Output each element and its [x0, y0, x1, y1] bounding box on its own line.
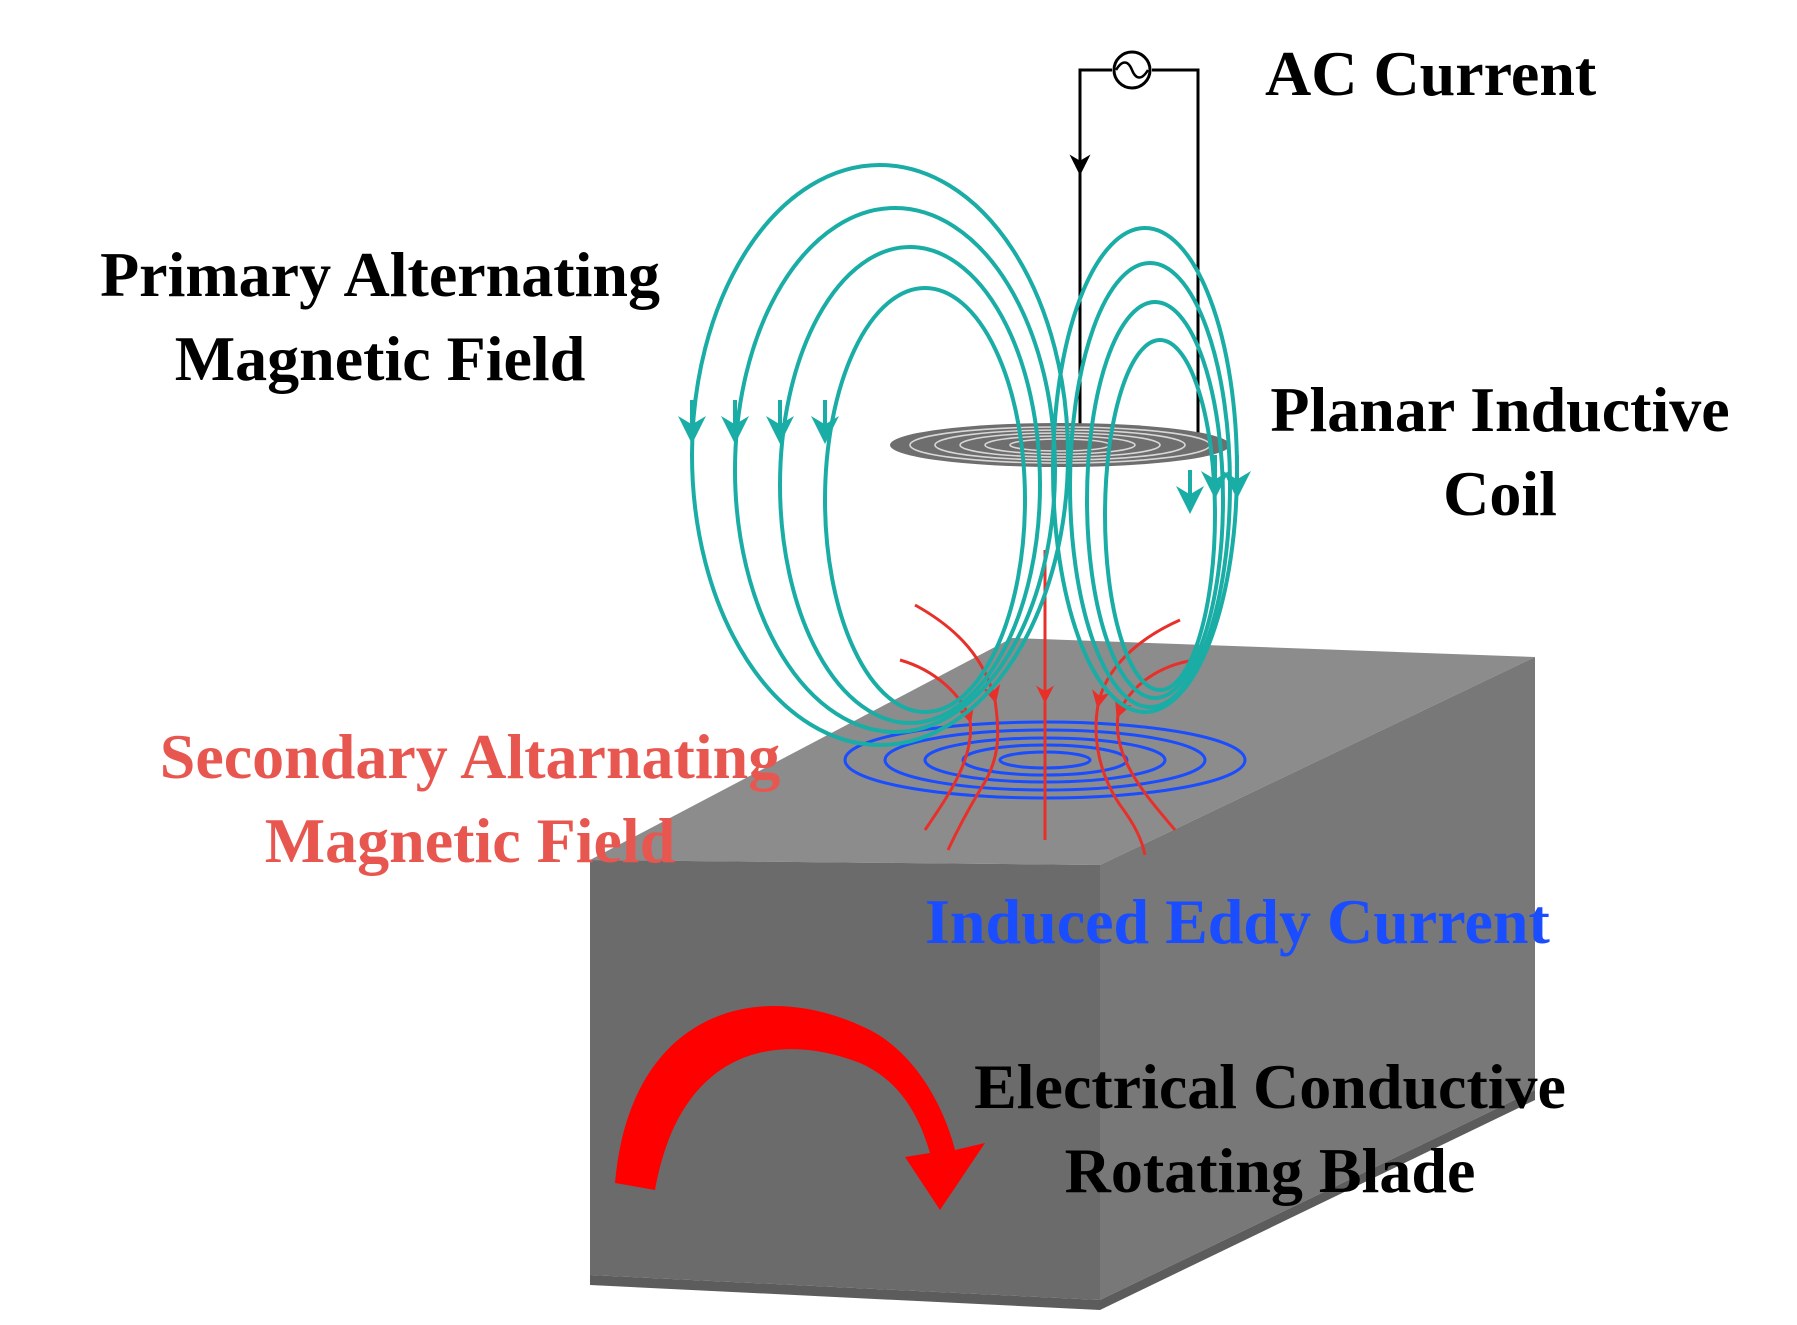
- block-shadow: [590, 1090, 1535, 1310]
- label-blade-line2: Rotating Blade: [1064, 1135, 1476, 1206]
- ac-circuit: [1069, 68, 1200, 440]
- secondary-field-lines: [899, 550, 1196, 856]
- label-planar-coil-line1: Planar Inductive: [1270, 374, 1730, 445]
- block-front-face: [590, 860, 1100, 1300]
- label-planar-coil: Planar Inductive Coil: [1235, 368, 1765, 536]
- label-secondary-field: Secondary Altarnating Magnetic Field: [90, 715, 850, 883]
- block-side-face: [1100, 657, 1535, 1300]
- label-primary-field-line1: Primary Alternating: [100, 239, 660, 310]
- curved-arrow-icon: [615, 1006, 985, 1210]
- label-secondary-field-line2: Magnetic Field: [264, 805, 676, 876]
- label-ac-current: AC Current: [1265, 38, 1597, 109]
- label-planar-coil-line2: Coil: [1443, 458, 1557, 529]
- planar-inductive-coil: [890, 423, 1230, 467]
- label-blade-line1: Electrical Conductive: [974, 1051, 1566, 1122]
- label-secondary-field-line1: Secondary Altarnating: [159, 721, 781, 792]
- label-blade: Electrical Conductive Rotating Blade: [910, 1045, 1630, 1213]
- primary-field-loops: [690, 163, 1239, 747]
- conductive-blade-block: [590, 638, 1535, 1310]
- primary-field-arrows: [678, 400, 1251, 514]
- ac-source-icon: [1112, 50, 1152, 90]
- label-primary-field: Primary Alternating Magnetic Field: [50, 233, 710, 401]
- label-eddy-current: Induced Eddy Current: [925, 886, 1550, 957]
- label-primary-field-line2: Magnetic Field: [174, 323, 586, 394]
